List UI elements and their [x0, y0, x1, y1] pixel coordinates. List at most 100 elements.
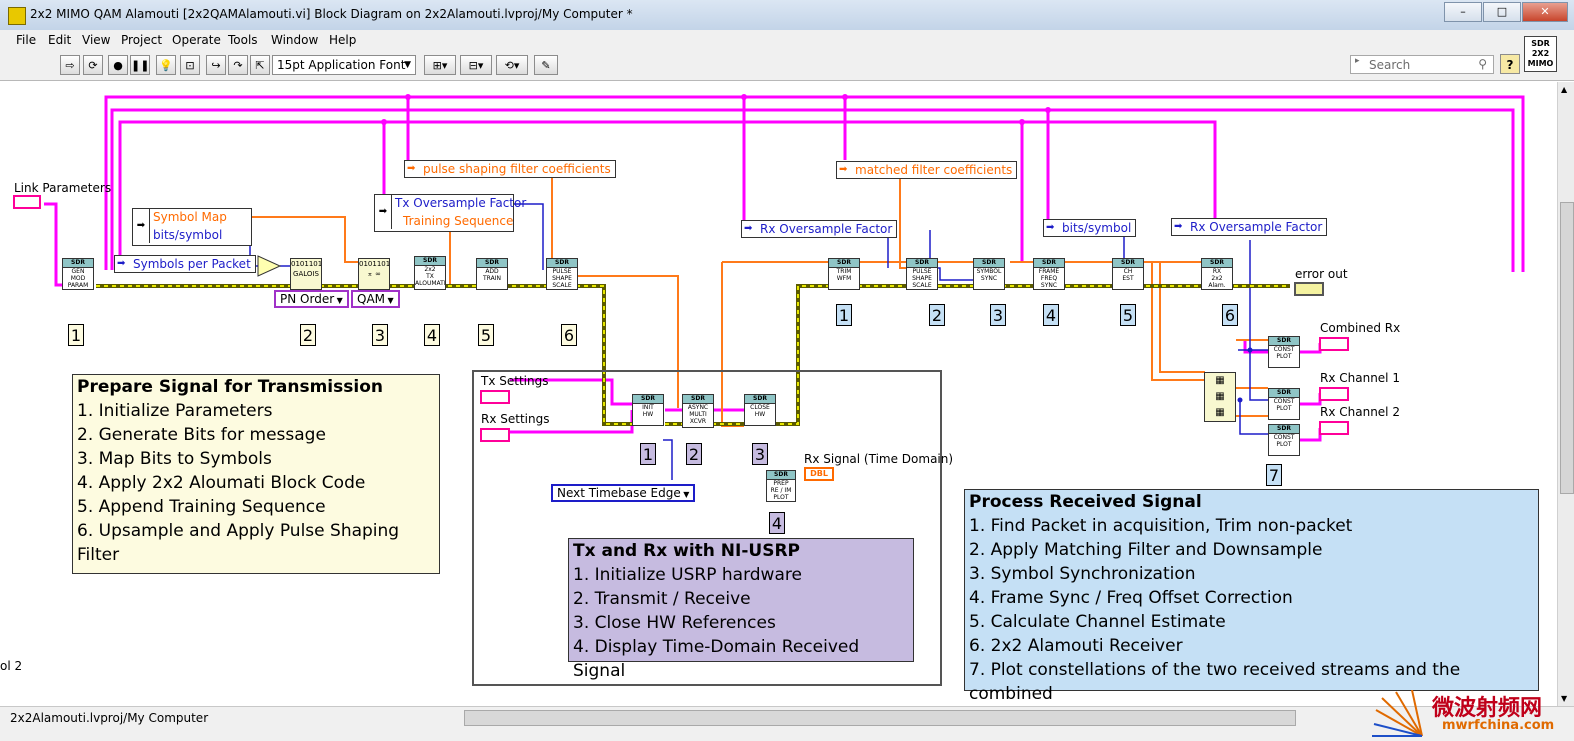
- tx-settings-label: Tx Settings: [481, 374, 549, 388]
- node-text: ALOUMATI: [415, 280, 446, 287]
- frame-freq-sync-node[interactable]: SDR FRAME FREQ SYNC: [1033, 258, 1065, 290]
- scrollbar-thumb[interactable]: [1560, 202, 1574, 494]
- pulse-shape-scale-rx-node[interactable]: SDR PULSE SHAPE SCALE: [906, 258, 938, 290]
- vertical-scrollbar[interactable]: ▲ ▼: [1557, 82, 1574, 706]
- node-text: SHAPE: [912, 275, 932, 282]
- pulse-coeffs-unbundle[interactable]: pulse shaping filter coefficients: [404, 160, 616, 178]
- step-into-icon[interactable]: ↪: [206, 55, 226, 75]
- rx-channel-1-indicator[interactable]: [1319, 387, 1349, 401]
- menu-help[interactable]: Help: [329, 33, 357, 47]
- training-seq-label: Training Sequence: [403, 214, 514, 228]
- node-text: ADD: [485, 268, 499, 275]
- context-help-button[interactable]: ?: [1500, 54, 1520, 74]
- menu-project[interactable]: Project: [121, 33, 163, 47]
- unbundle-arrow-icon: ➡: [133, 209, 150, 243]
- bits-symbol-rx-unbundle[interactable]: bits/symbol: [1043, 219, 1137, 237]
- gen-mod-param-node[interactable]: SDR GEN MOD PARAM: [62, 258, 94, 290]
- align-objects-icon[interactable]: ⊞▾: [424, 55, 456, 75]
- rx-settings-control[interactable]: [480, 428, 510, 442]
- galois-node[interactable]: 0101101 GALOIS: [290, 258, 322, 290]
- error-out-indicator[interactable]: [1294, 282, 1324, 296]
- combined-rx-indicator[interactable]: [1319, 337, 1349, 351]
- menu-window[interactable]: Window: [271, 33, 319, 47]
- node-header: SDR: [1034, 259, 1064, 268]
- rx-oversample-2-unbundle[interactable]: Rx Oversample Factor: [1171, 218, 1328, 236]
- qam-ring[interactable]: QAM: [351, 290, 400, 308]
- chevron-down-icon: ▼: [404, 60, 411, 70]
- node-text: ⌅ ∞: [367, 270, 381, 278]
- symbol-map-unbundle[interactable]: ➡ Symbol Map bits/symbol: [132, 208, 252, 246]
- menu-file[interactable]: File: [16, 33, 37, 47]
- scroll-up-icon[interactable]: ▲: [1561, 85, 1568, 94]
- project-path: 2x2Alamouti.lvproj/My Computer: [10, 711, 209, 725]
- link-parameters-control[interactable]: [13, 195, 41, 209]
- abort-icon[interactable]: ●: [108, 55, 128, 75]
- map-symbols-node[interactable]: 0101101 ⌅ ∞: [358, 258, 390, 290]
- multiply-node[interactable]: [257, 255, 282, 277]
- rx-channel-2-label: Rx Channel 2: [1320, 405, 1400, 419]
- tx-oversample-unbundle[interactable]: ➡ Tx Oversample Factor Training Sequence: [374, 194, 526, 232]
- pn-order-ring[interactable]: PN Order: [274, 290, 349, 308]
- scroll-down-icon[interactable]: ▼: [1561, 694, 1568, 703]
- node-header: SDR: [907, 259, 937, 268]
- rx-channel-2-indicator[interactable]: [1319, 421, 1349, 435]
- node-text: FREQ: [1040, 275, 1058, 282]
- tx-aloumati-node[interactable]: SDR 2x2 TX ALOUMATI: [414, 256, 446, 290]
- init-hw-node[interactable]: SDR INIT HW: [632, 394, 664, 426]
- symbol-sync-node[interactable]: SDR SYMBOL SYNC: [973, 258, 1005, 290]
- retain-wire-values-icon[interactable]: ⊡: [180, 55, 200, 75]
- symbols-per-packet-unbundle[interactable]: Symbols per Packet: [114, 255, 256, 273]
- matched-coeffs-unbundle[interactable]: matched filter coefficients: [836, 161, 1018, 179]
- usrp-sequence-structure[interactable]: [472, 370, 942, 686]
- rx-signal-indicator[interactable]: DBL: [804, 467, 834, 481]
- usrp-step-number: 1: [640, 443, 656, 465]
- node-text: RE / IM: [770, 487, 792, 494]
- run-arrow-icon[interactable]: ⇨: [60, 55, 80, 75]
- menu-tools[interactable]: Tools: [228, 33, 258, 47]
- tx-settings-control[interactable]: [480, 390, 510, 404]
- distribute-objects-icon[interactable]: ⊟▾: [460, 55, 492, 75]
- close-hw-node[interactable]: SDR CLOSE HW: [744, 394, 776, 426]
- horizontal-scrollbar[interactable]: [464, 710, 1296, 726]
- run-continuously-icon[interactable]: ⟳: [83, 55, 103, 75]
- vi-icon-mid: 2X2: [1531, 49, 1550, 58]
- menu-operate[interactable]: Operate: [172, 33, 221, 47]
- menu-view[interactable]: View: [82, 33, 111, 47]
- menu-edit[interactable]: Edit: [48, 33, 72, 47]
- pause-icon[interactable]: ❚❚: [130, 55, 150, 75]
- node-text: GEN: [71, 268, 85, 275]
- build-array-node[interactable]: ▦▦▦: [1204, 372, 1236, 422]
- labview-app-icon[interactable]: [8, 7, 26, 25]
- error-out-label: error out: [1295, 267, 1348, 281]
- node-text: PREP: [773, 480, 789, 487]
- const-plot-combined-node[interactable]: SDR CONST PLOT: [1268, 336, 1300, 368]
- trim-wfm-node[interactable]: SDR TRIM WFM: [828, 258, 860, 290]
- font-select[interactable]: 15pt Application Font ▼: [272, 55, 416, 75]
- node-text: HW: [642, 411, 654, 418]
- node-text: WFM: [836, 275, 852, 282]
- prep-plot-node[interactable]: SDR PREP RE / IM PLOT: [766, 470, 796, 502]
- const-plot-ch1-node[interactable]: SDR CONST PLOT: [1268, 388, 1300, 420]
- minimize-button[interactable]: –: [1444, 2, 1482, 22]
- clean-up-diagram-icon[interactable]: ✎: [534, 55, 558, 75]
- reorder-icon[interactable]: ⟲▾: [496, 55, 528, 75]
- add-train-node[interactable]: SDR ADD TRAIN: [476, 258, 508, 290]
- next-timebase-ring[interactable]: Next Timebase Edge: [551, 484, 696, 502]
- rx-oversample-unbundle[interactable]: Rx Oversample Factor: [741, 220, 898, 238]
- watermark-cn: 微波射频网: [1432, 696, 1543, 721]
- highlight-execution-icon[interactable]: 💡: [156, 55, 176, 75]
- close-button[interactable]: ✕: [1522, 2, 1568, 22]
- node-text: SHAPE: [552, 275, 572, 282]
- block-diagram-canvas[interactable]: Link Parameters pulse shaping filter coe…: [0, 82, 1557, 706]
- maximize-button[interactable]: □: [1483, 2, 1521, 22]
- const-plot-ch2-node[interactable]: SDR CONST PLOT: [1268, 424, 1300, 456]
- step-out-icon[interactable]: ⇱: [250, 55, 270, 75]
- rx-alamouti-node[interactable]: SDR RX 2x2 Alam.: [1201, 258, 1233, 290]
- step-over-icon[interactable]: ↷: [228, 55, 248, 75]
- async-multi-xcvr-node[interactable]: SDR ASYNC MULTI XCVR: [682, 394, 714, 428]
- ch-est-node[interactable]: SDR CH EST: [1112, 258, 1144, 290]
- rx-oversample-label: Rx Oversample Factor: [760, 222, 893, 236]
- pulse-shape-scale-tx-node[interactable]: SDR PULSE SHAPE SCALE: [546, 258, 578, 290]
- search-icon[interactable]: ⚲: [1478, 57, 1487, 71]
- search-input[interactable]: ▸ Search ⚲: [1350, 55, 1494, 74]
